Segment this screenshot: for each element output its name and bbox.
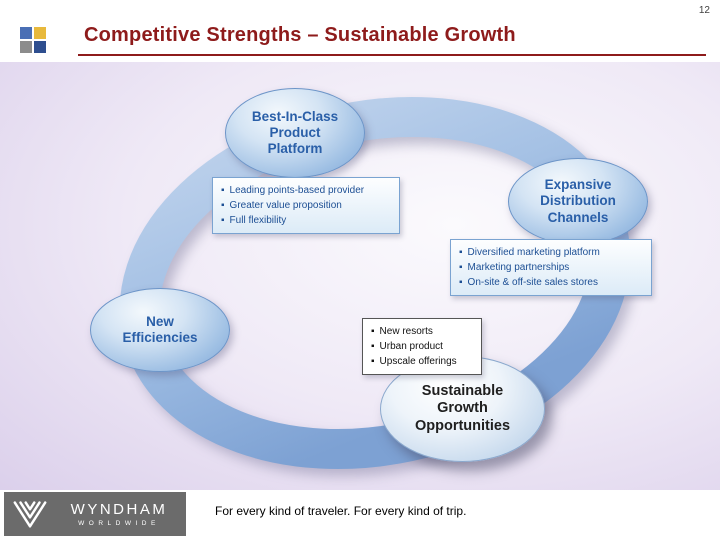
callout-product-platform: Leading points-based providerGreater val… bbox=[212, 177, 400, 234]
node-new-efficiencies: New Efficiencies bbox=[90, 288, 230, 372]
slide-logo-icon bbox=[20, 27, 46, 53]
node-best-in-class-product-platform: Best-In-Class Product Platform bbox=[225, 88, 365, 178]
tagline: For every kind of traveler. For every ki… bbox=[215, 504, 467, 518]
title-underline bbox=[78, 54, 706, 56]
callout-growth-opportunities-list: New resortsUrban productUpscale offering… bbox=[371, 324, 473, 369]
node-expansive-distribution-channels: Expansive Distribution Channels bbox=[508, 158, 648, 245]
logo-square-blue bbox=[20, 27, 32, 39]
diagram-canvas: Best-In-Class Product Platform Expansive… bbox=[0, 62, 720, 490]
bullet-item: Urban product bbox=[371, 339, 473, 354]
bullet-item: On-site & off-site sales stores bbox=[459, 275, 643, 290]
callout-distribution-channels-list: Diversified marketing platformMarketing … bbox=[459, 245, 643, 290]
bullet-item: New resorts bbox=[371, 324, 473, 339]
logo-square-gray bbox=[20, 41, 32, 53]
brand-subtitle: WORLDWIDE bbox=[78, 520, 160, 527]
bullet-item: Full flexibility bbox=[221, 213, 391, 228]
slide-footer: WYNDHAM WORLDWIDE For every kind of trav… bbox=[0, 490, 720, 540]
brand-text: WYNDHAM WORLDWIDE bbox=[52, 501, 186, 527]
bullet-item: Leading points-based provider bbox=[221, 183, 391, 198]
brand-name: WYNDHAM bbox=[70, 501, 168, 518]
wyndham-logo: WYNDHAM WORLDWIDE bbox=[4, 492, 186, 536]
slide-title: Competitive Strengths – Sustainable Grow… bbox=[84, 24, 516, 46]
bullet-item: Upscale offerings bbox=[371, 354, 473, 369]
logo-square-yellow bbox=[34, 27, 46, 39]
callout-growth-opportunities: New resortsUrban productUpscale offering… bbox=[362, 318, 482, 375]
logo-square-darkblue bbox=[34, 41, 46, 53]
bullet-item: Marketing partnerships bbox=[459, 260, 643, 275]
slide-header: Competitive Strengths – Sustainable Grow… bbox=[0, 0, 720, 62]
wyndham-w-icon bbox=[13, 501, 47, 528]
page-number: 12 bbox=[698, 5, 710, 16]
bullet-item: Diversified marketing platform bbox=[459, 245, 643, 260]
callout-product-platform-list: Leading points-based providerGreater val… bbox=[221, 183, 391, 228]
callout-distribution-channels: Diversified marketing platformMarketing … bbox=[450, 239, 652, 296]
bullet-item: Greater value proposition bbox=[221, 198, 391, 213]
